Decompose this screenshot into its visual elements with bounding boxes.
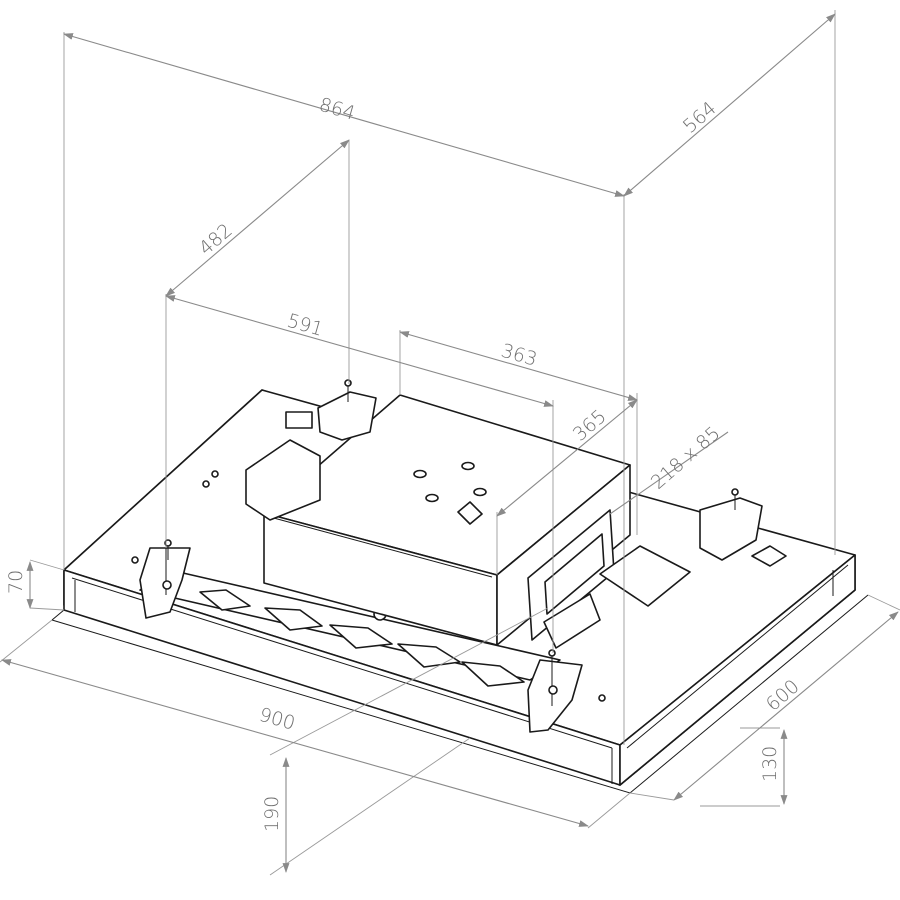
dim-line-600 bbox=[673, 611, 899, 801]
dim-line-482 bbox=[165, 139, 350, 297]
filter-slot bbox=[329, 624, 393, 649]
label-130: 130 bbox=[759, 746, 781, 782]
dimension-lines bbox=[1, 13, 899, 873]
label-864: 864 bbox=[317, 94, 358, 125]
label-plate bbox=[457, 501, 483, 525]
corner-plate bbox=[751, 545, 787, 567]
mount-bracket-front-left bbox=[139, 547, 191, 619]
dim-line-864 bbox=[63, 33, 625, 197]
label-482: 482 bbox=[195, 219, 237, 259]
dim-line-outlet bbox=[609, 431, 729, 515]
filter-slot bbox=[264, 607, 323, 631]
junction-box bbox=[245, 439, 321, 521]
label-600: 600 bbox=[762, 675, 804, 715]
label-365: 365 bbox=[569, 405, 611, 445]
label-outlet: 218 x 85 bbox=[647, 422, 725, 494]
label-564: 564 bbox=[679, 97, 721, 137]
dim-line-564 bbox=[623, 13, 836, 197]
dim-line-363 bbox=[399, 331, 638, 401]
dim-line-591 bbox=[165, 295, 554, 407]
dim-line-900 bbox=[1, 659, 589, 827]
label-900: 900 bbox=[257, 704, 298, 735]
mounting-plate-right bbox=[543, 545, 691, 649]
dim-line-365 bbox=[496, 399, 638, 517]
label-363: 363 bbox=[499, 340, 540, 371]
filter-slot bbox=[199, 589, 251, 611]
mount-bracket-rear-right bbox=[699, 497, 787, 567]
label-591: 591 bbox=[285, 310, 326, 341]
outlet-opening bbox=[544, 533, 605, 615]
label-70: 70 bbox=[5, 570, 27, 594]
label-190: 190 bbox=[261, 796, 283, 832]
